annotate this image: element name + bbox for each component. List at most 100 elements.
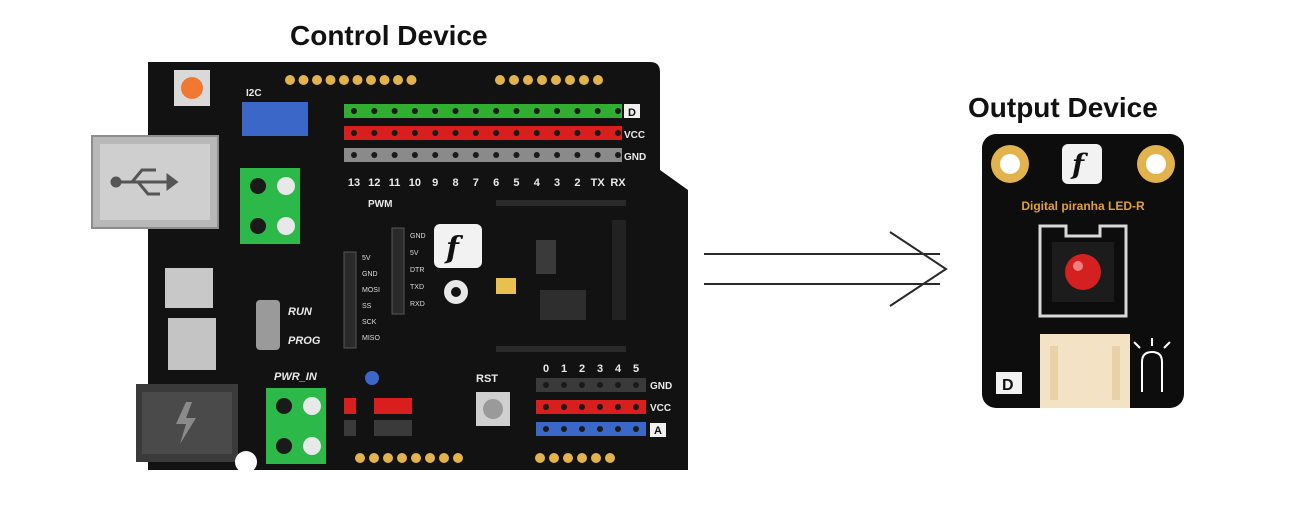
gold-pin	[565, 75, 575, 85]
gold-pin	[406, 75, 417, 85]
gold-pin	[549, 453, 559, 463]
header-pin	[594, 152, 601, 158]
gold-pin	[577, 453, 587, 463]
header-pin	[633, 426, 639, 432]
header-pin	[432, 130, 439, 136]
header-pin	[351, 152, 357, 158]
gold-pin	[411, 453, 421, 463]
output-module: f Digital piranha LED-R D	[982, 134, 1184, 408]
header-pin	[615, 426, 621, 432]
usb-connector	[91, 135, 219, 229]
header-pin	[432, 108, 439, 114]
header-pin	[351, 108, 357, 114]
power-pin-red	[344, 398, 356, 414]
header-pin	[597, 404, 603, 410]
run-prog-switch[interactable]	[256, 300, 280, 350]
header-pin	[574, 108, 581, 114]
digital-pin-label: 9	[432, 177, 438, 189]
digital-header-letter: D	[628, 107, 636, 119]
gold-pin	[537, 75, 547, 85]
digital-pin-label: 11	[389, 177, 401, 189]
rst-button[interactable]	[483, 399, 503, 419]
gold-pin	[563, 453, 573, 463]
analog-pin-label: 5	[633, 363, 639, 375]
i2c-label: I2C	[246, 88, 262, 99]
header-pin	[493, 130, 500, 136]
pwr-in-label: PWR_IN	[274, 371, 318, 383]
mounting-hole	[235, 451, 257, 473]
usb-icon	[110, 168, 179, 196]
gold-pin	[369, 453, 379, 463]
bt-pin-label: DTR	[410, 267, 424, 274]
digital-pin-label: 8	[452, 177, 458, 189]
gold-pin	[509, 75, 519, 85]
digital-pin-label: 5	[513, 177, 519, 189]
xbee-header-bottom	[496, 346, 626, 352]
gold-pin	[312, 75, 322, 85]
prog-label: PROG	[288, 335, 321, 347]
digital-pin-label: 6	[493, 177, 499, 189]
i2c-header	[242, 102, 308, 136]
power-out-gray	[374, 420, 412, 436]
gold-pin	[425, 453, 435, 463]
header-pin	[554, 130, 561, 136]
digital-pin-label: 10	[409, 177, 421, 189]
spi-pin-label: 5V	[362, 255, 371, 262]
gold-pin	[339, 75, 349, 85]
gold-pin	[439, 453, 449, 463]
digital-pin-label: 7	[473, 177, 479, 189]
gold-pin	[591, 453, 601, 463]
analog-pin-label: 2	[579, 363, 585, 375]
gold-pin	[551, 75, 561, 85]
header-pin	[615, 108, 621, 114]
gold-pin	[397, 453, 407, 463]
led-outline	[1038, 224, 1128, 318]
bottom-gold-pin-row	[355, 453, 615, 463]
bluetooth-socket	[540, 290, 586, 320]
header-pin	[472, 152, 479, 158]
gold-pin	[298, 75, 309, 85]
xbee-header-top	[496, 200, 626, 206]
gold-pin	[379, 75, 390, 85]
pwm-label: PWM	[368, 199, 392, 210]
gold-pin	[285, 75, 295, 85]
chip-component	[536, 240, 556, 274]
gnd-label-digital: GND	[624, 152, 646, 163]
gnd-label-analog: GND	[650, 381, 672, 392]
header-pin	[493, 108, 500, 114]
run-label: RUN	[288, 306, 313, 318]
rst-label: RST	[476, 373, 498, 385]
header-pin	[579, 382, 585, 388]
header-pin	[371, 130, 378, 136]
gold-pin	[383, 453, 393, 463]
spi-pin-label: MISO	[362, 335, 380, 342]
digital-pin-label: RX	[610, 177, 626, 189]
gold-pin	[535, 453, 545, 463]
header-pin	[615, 404, 621, 410]
gear-icon	[444, 280, 468, 304]
bt-pin-label: 5V	[410, 250, 419, 257]
header-pin	[543, 426, 549, 432]
arrow-right-icon	[704, 231, 948, 307]
analog-pin-label: 4	[615, 363, 622, 375]
d-tag	[996, 372, 1022, 394]
header-pin	[574, 152, 581, 158]
spi-pin-label: SCK	[362, 319, 377, 326]
header-pin	[371, 152, 378, 158]
header-pin	[543, 382, 549, 388]
header-pin	[633, 382, 639, 388]
digital-pin-label: 13	[348, 177, 360, 189]
header-pin	[533, 130, 540, 136]
digital-pin-label: 4	[534, 177, 541, 189]
header-pin	[615, 382, 621, 388]
header-pin	[533, 152, 540, 158]
digital-pin-label: 2	[574, 177, 580, 189]
header-pin	[579, 404, 585, 410]
gold-pin	[355, 453, 365, 463]
voltage-select-jumper[interactable]	[365, 371, 379, 385]
header-pin	[561, 404, 567, 410]
bt-pin-label: TXD	[410, 284, 424, 291]
reset-button-top[interactable]	[181, 77, 203, 99]
vertical-label-strip	[612, 220, 626, 320]
